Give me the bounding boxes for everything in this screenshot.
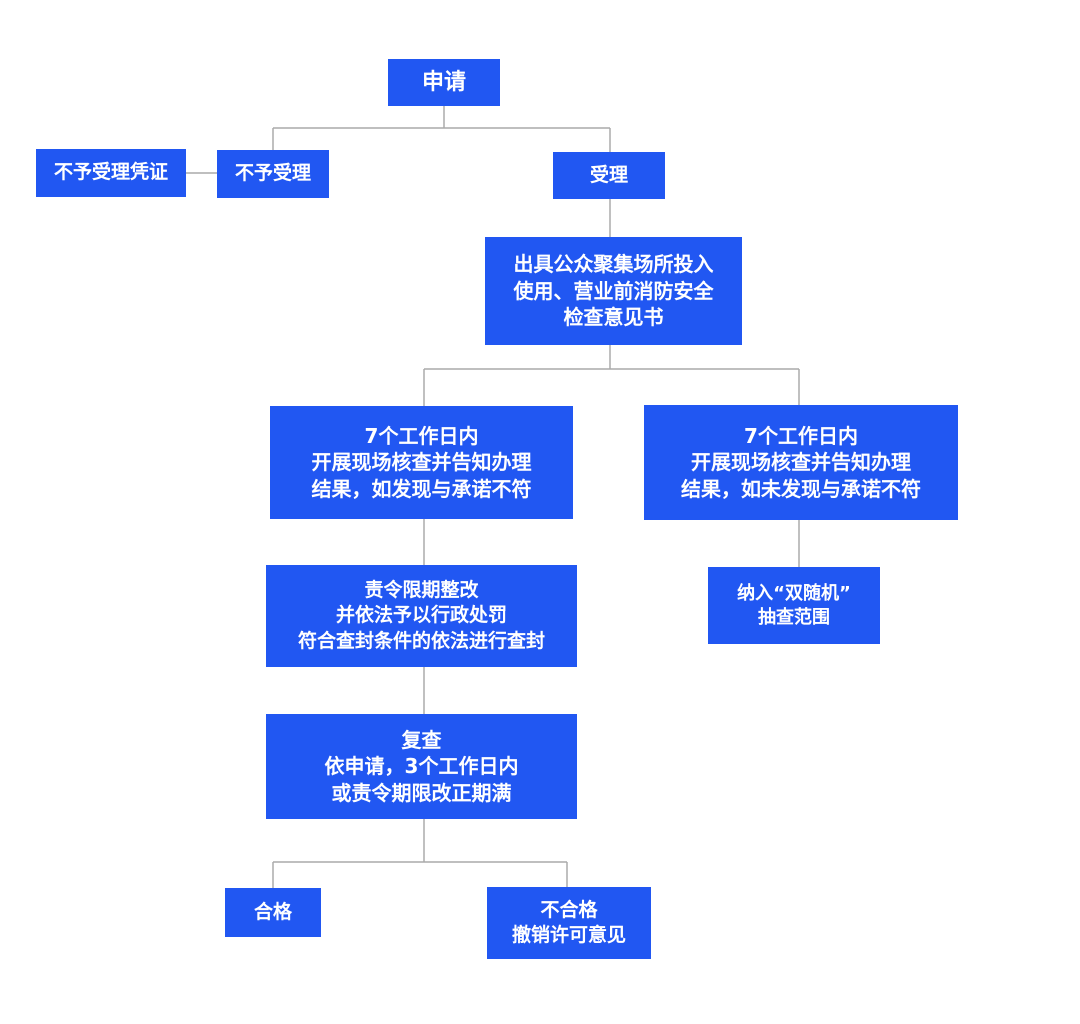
node-issue-opinion: 出具公众聚集场所投入 使用、营业前消防安全 检查意见书 bbox=[485, 237, 742, 345]
node-rectify: 责令限期整改 并依法予以行政处罚 符合查封条件的依法进行查封 bbox=[266, 565, 577, 667]
node-accept-label: 受理 bbox=[589, 163, 628, 186]
node-check-consistent: 7个工作日内 开展现场核查并告知办理 结果，如未发现与承诺不符 bbox=[644, 405, 958, 520]
node-issue-opinion-label: 出具公众聚集场所投入 使用、营业前消防安全 检查意见书 bbox=[513, 252, 714, 330]
node-reject-certificate-label: 不予受理凭证 bbox=[53, 161, 168, 184]
node-random-check: 纳入“双随机” 抽查范围 bbox=[708, 567, 880, 644]
node-reject-label: 不予受理 bbox=[234, 162, 311, 185]
node-random-check-label: 纳入“双随机” 抽查范围 bbox=[737, 582, 851, 628]
node-unqualified: 不合格 撤销许可意见 bbox=[487, 887, 651, 959]
node-unqualified-label: 不合格 撤销许可意见 bbox=[511, 898, 626, 946]
node-rectify-label: 责令限期整改 并依法予以行政处罚 符合查封条件的依法进行查封 bbox=[297, 579, 545, 652]
node-qualified: 合格 bbox=[225, 888, 321, 937]
node-check-inconsistent-label: 7个工作日内 开展现场核查并告知办理 结果，如发现与承诺不符 bbox=[311, 423, 532, 501]
node-qualified-label: 合格 bbox=[253, 900, 292, 923]
node-accept: 受理 bbox=[553, 152, 665, 199]
node-reject: 不予受理 bbox=[217, 150, 329, 198]
node-apply: 申请 bbox=[388, 59, 500, 106]
node-recheck-label: 复查 依申请，3个工作日内 或责令期限改正期满 bbox=[324, 727, 519, 805]
node-reject-certificate: 不予受理凭证 bbox=[36, 149, 186, 197]
node-recheck: 复查 依申请，3个工作日内 或责令期限改正期满 bbox=[266, 714, 577, 819]
node-check-inconsistent: 7个工作日内 开展现场核查并告知办理 结果，如发现与承诺不符 bbox=[270, 406, 573, 519]
node-apply-label: 申请 bbox=[421, 69, 466, 95]
node-check-consistent-label: 7个工作日内 开展现场核查并告知办理 结果，如未发现与承诺不符 bbox=[681, 423, 921, 501]
